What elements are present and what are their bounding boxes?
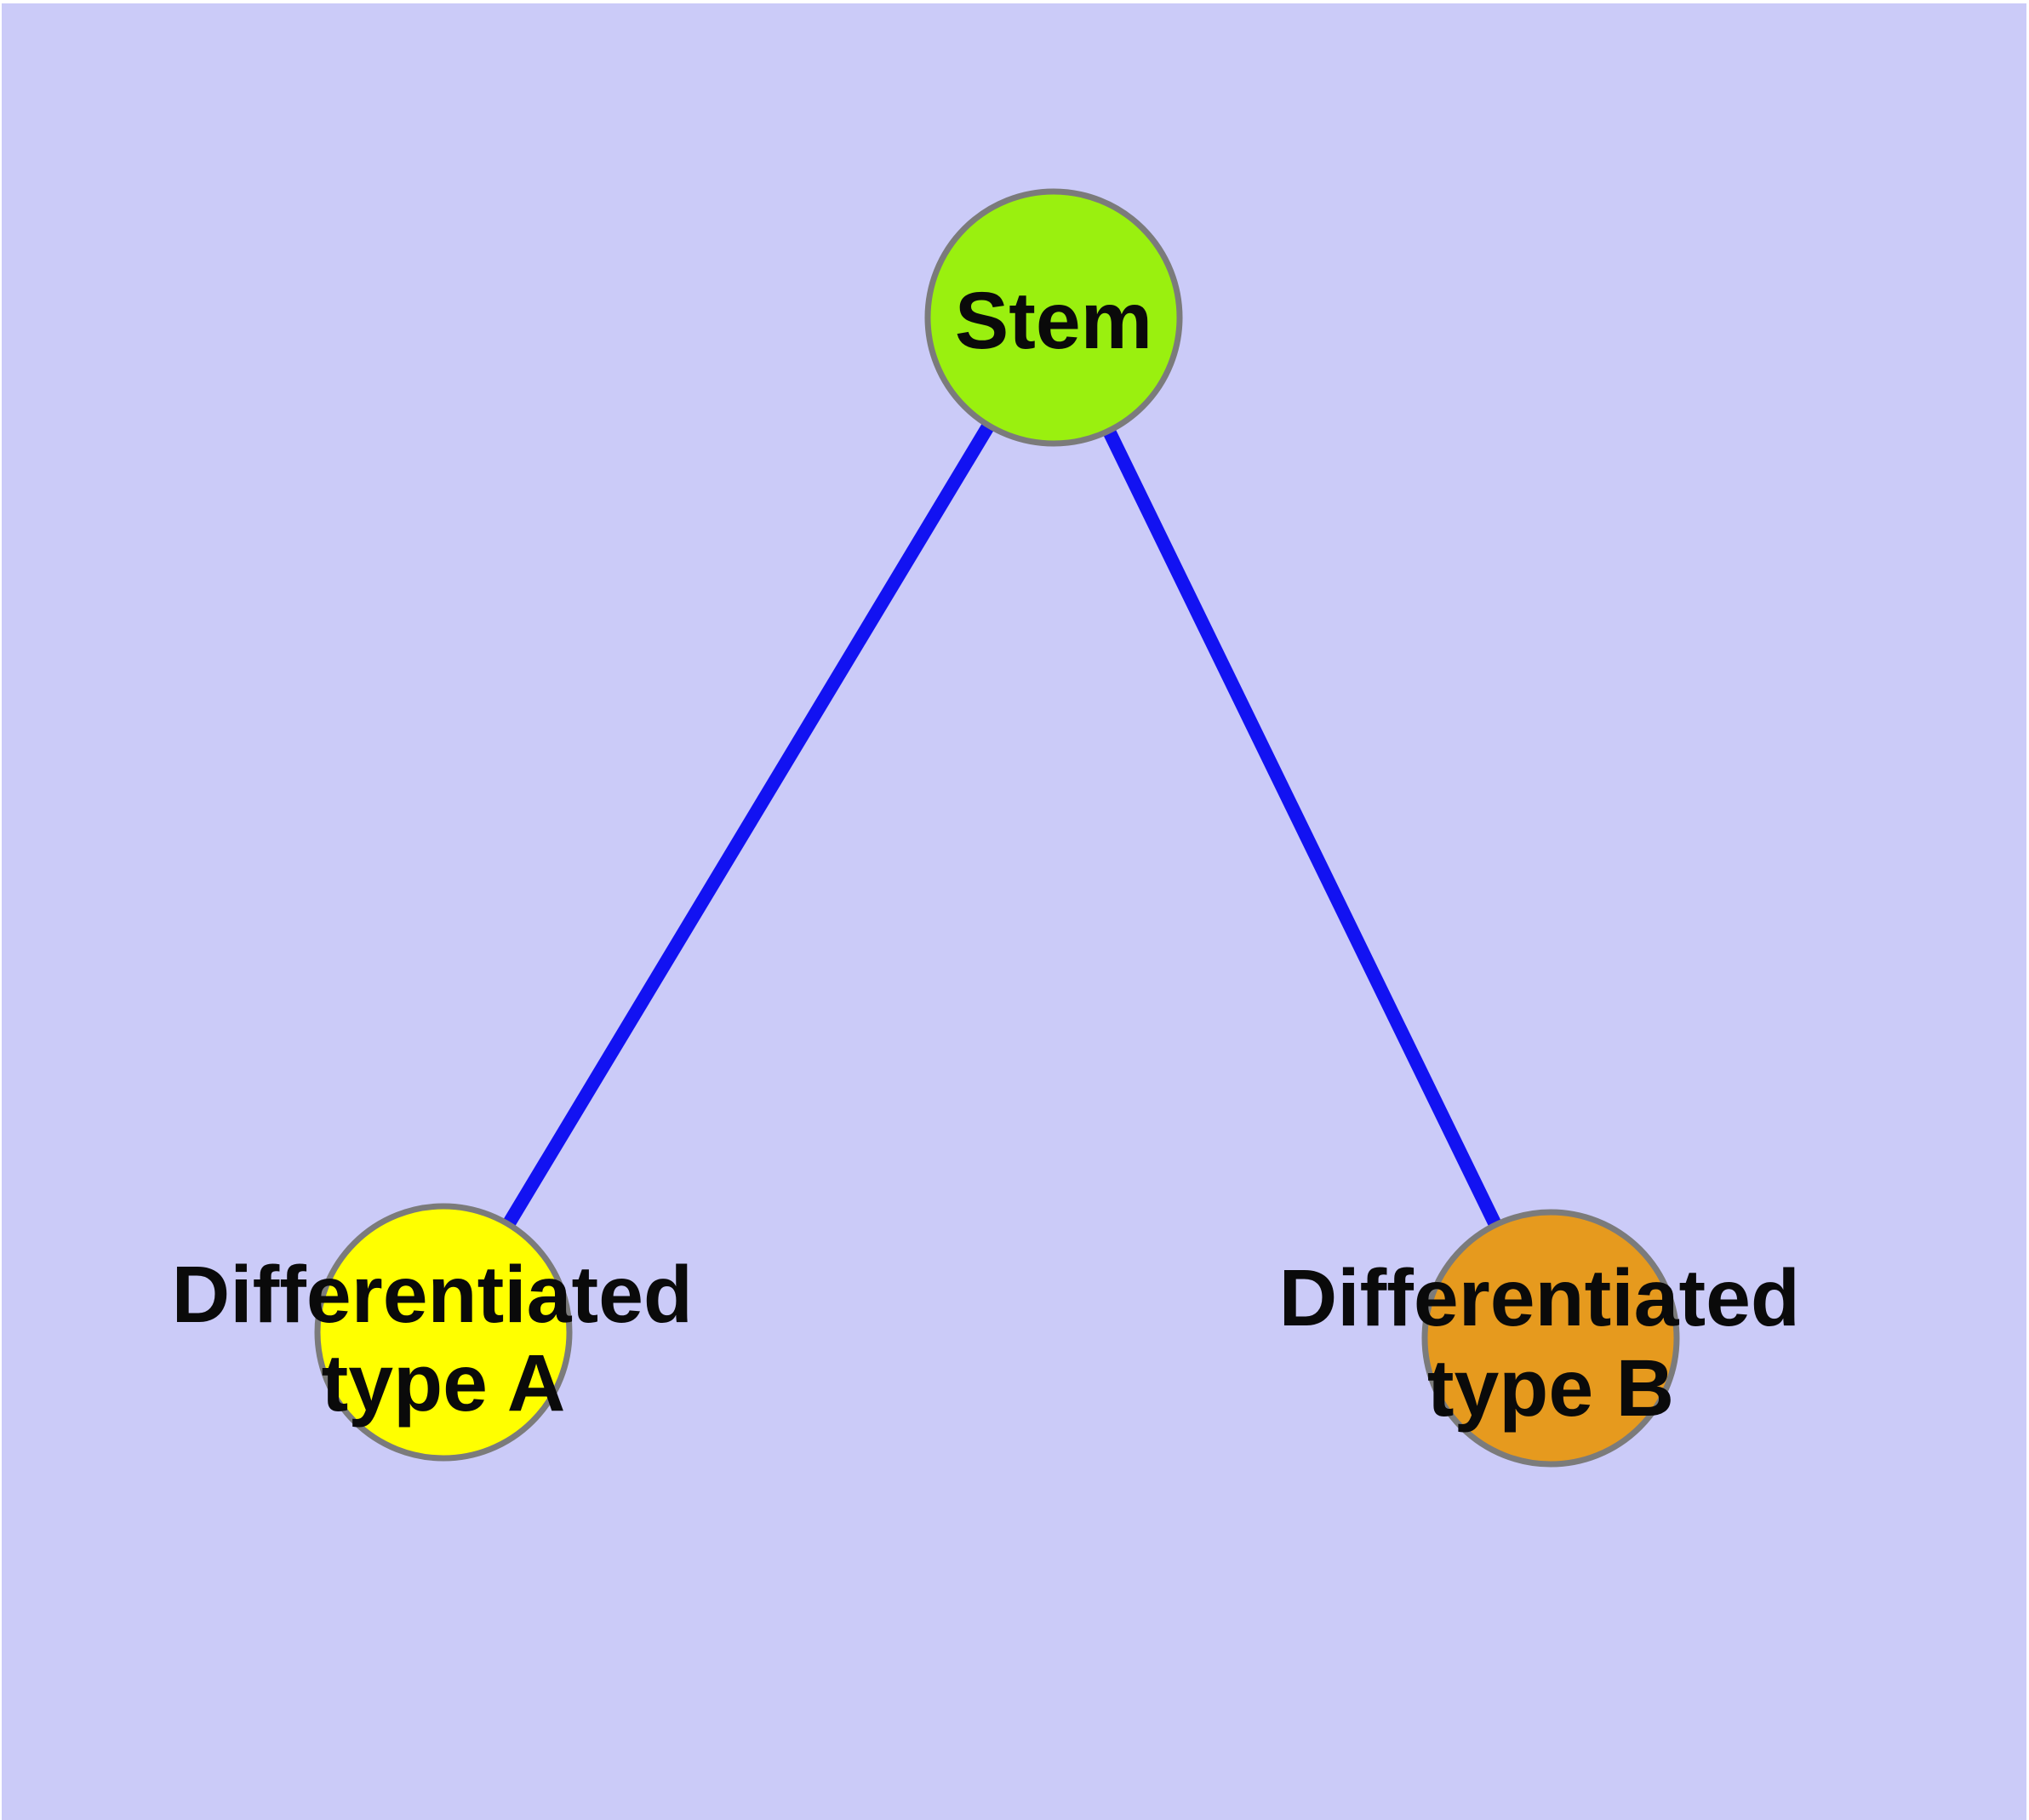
node-type-a-circle (314, 1203, 573, 1462)
node-stem-circle (924, 188, 1183, 447)
node-type-b-label-line2: type B (1427, 1343, 1674, 1434)
node-type-b-circle (1421, 1209, 1680, 1468)
node-type-b-label-line1: Differentiated (1279, 1253, 1800, 1343)
node-type-a-label-line1: Differentiated (172, 1250, 693, 1340)
edge-stem-to-type-a (437, 313, 1060, 1336)
node-type-a-label-line2: type A (322, 1338, 566, 1428)
node-stem-label: Stem (955, 276, 1152, 366)
node-type-b-label: Differentiated type B (1279, 1253, 1823, 1434)
edge-stem-to-type-b (1047, 314, 1557, 1342)
node-type-a-label: Differentiated type A (172, 1250, 716, 1428)
